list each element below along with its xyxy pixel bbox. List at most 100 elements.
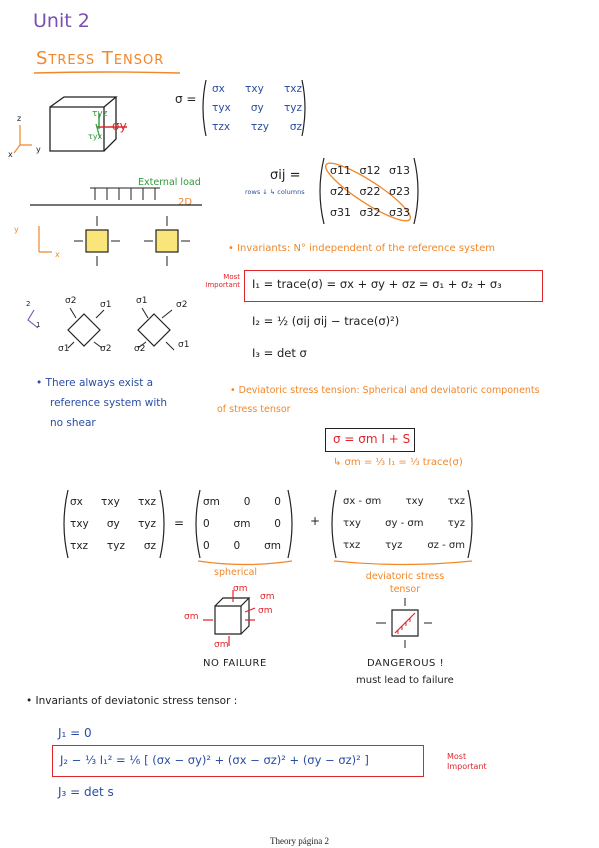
tau-yx-label: τyx [88, 132, 103, 141]
matrix2-cell: σ31 [330, 206, 351, 219]
axis-2-label: 2 [26, 300, 31, 308]
matrix1-cell: σz [289, 121, 302, 133]
matrix1-cell: τyx [212, 102, 231, 114]
matrix2-cell: σ21 [330, 185, 351, 198]
spherical-cube-diagram [203, 590, 256, 646]
dangerous-label: DANGEROUS ! [367, 658, 445, 669]
matrix4-cell: 0 [203, 540, 210, 552]
matrix5-cell: τxz [343, 540, 361, 551]
matrix4-cell: 0 [233, 540, 241, 552]
invariants-dev-title: • Invariants of deviatonic stress tensor… [26, 695, 238, 707]
matrix1-cell: τyz [283, 102, 302, 114]
external-load-label: External load [138, 177, 201, 188]
j2-equation: J₂ − ⅓ I₁² = ⅙ [ (σx − σy)² + (σx − σz)²… [60, 753, 369, 767]
deviatoric-label: deviatoric stress tensor [355, 570, 455, 596]
shear-square-diagram [376, 598, 432, 648]
sigma-m-label: σm [184, 612, 199, 622]
rotated-elements-diagram [27, 307, 175, 351]
sigma-label: σ2 [176, 300, 188, 310]
sigma-label: σ2 [65, 296, 77, 306]
deviatoric-title: • Deviatoric stress tension: Spherical a… [230, 385, 540, 396]
matrix5-cell: σz - σm [427, 540, 465, 551]
matrix5-cell: τyz [447, 518, 465, 529]
matrix2-cell: σ23 [389, 185, 410, 198]
matrix3-cell: τxz [137, 496, 156, 508]
matrix2-cell: σ33 [389, 206, 410, 219]
matrix5-cell: τxz [447, 496, 465, 507]
decomp-equation: σ = σm I + S [333, 432, 411, 446]
tau-yz-label: τyz [92, 109, 108, 119]
note-line: reference system with [50, 397, 168, 409]
i1-equation: I₁ = trace(σ) = σx + σy + σz = σ₁ + σ₂ +… [252, 277, 502, 291]
i1-box [244, 270, 543, 302]
matrix2-cell: σ12 [359, 164, 381, 177]
sigma-m-label: σm [258, 606, 273, 616]
matrix2-cell: σ11 [330, 164, 351, 177]
axis-z-label: z [17, 114, 22, 123]
matrix2-brackets [319, 157, 419, 225]
deviatoric-label-line: tensor [389, 584, 421, 595]
beam-load-diagram [30, 187, 202, 266]
matrix4-cell: 0 [203, 518, 210, 530]
matrix1-cell: σy [250, 102, 264, 114]
matrix4-cell: σm [233, 518, 251, 530]
axis-x-label: x [8, 150, 13, 159]
sigma-eq: σ = [175, 92, 197, 106]
sigma-label: σ1 [136, 296, 148, 306]
matrix4-cell: σm [203, 496, 220, 508]
no-shear-note: • There always exist a reference system … [36, 373, 167, 433]
sigma-label: σ1 [100, 300, 112, 310]
matrix1-cell: τzy [250, 121, 269, 133]
matrix5-cell: σx - σm [343, 496, 382, 507]
matrix1-cell: σx [212, 83, 225, 95]
matrix1-brackets [202, 79, 306, 137]
matrix4-cell: σm [264, 540, 281, 552]
matrix4-cell: 0 [274, 518, 281, 530]
matrix3-cell: τxz [70, 540, 89, 552]
matrix1-cell: τzx [212, 121, 231, 133]
sigma-label: σ1 [178, 340, 190, 350]
deviatoric-title-2: of stress tensor [217, 404, 291, 415]
matrix5-cell: σy - σm [385, 518, 424, 529]
rows-columns-note: rows ↓ ↳ columns [245, 188, 305, 196]
title-underline [33, 71, 181, 74]
equals-sign: = [174, 516, 185, 530]
plus-sign: + [310, 514, 321, 528]
axis-1-label: 1 [36, 321, 41, 329]
must-lead-label: must lead to failure [356, 675, 454, 686]
j2-box [52, 745, 424, 777]
matrix3-cell: τxy [70, 518, 89, 530]
sigma-m-label: σm [233, 584, 248, 594]
sigma-label: σ1 [58, 344, 70, 354]
section-title: Stress Tensor [36, 48, 165, 69]
matrix5-cell: τxy [405, 496, 424, 507]
unit-title: Unit 2 [33, 10, 90, 32]
note-line: no shear [50, 417, 96, 429]
sigma-y-label: σy [112, 119, 127, 133]
matrix3-cell: τyz [137, 518, 156, 530]
sigma-m-equation: ↳ σm = ⅓ I₁ = ⅓ trace(σ) [333, 457, 463, 468]
most-important-label: Most Important [205, 273, 240, 289]
matrix4-cell: 0 [243, 496, 251, 508]
decomp-box [325, 428, 415, 452]
i3-equation: I₃ = det σ [252, 346, 307, 360]
spherical-label: spherical [214, 567, 258, 578]
label-2d: 2D [178, 197, 193, 208]
axis-y-label: y [36, 145, 41, 154]
matrix5-cell: τxy [343, 518, 361, 529]
matrix2-cell: σ13 [389, 164, 410, 177]
j1-equation: J₁ = 0 [58, 726, 92, 740]
deviatoric-label-line: deviatoric stress [365, 571, 445, 582]
matrix3-cell: σx [70, 496, 83, 508]
i2-equation: I₂ = ½ (σij σij − trace(σ)²) [252, 314, 400, 328]
matrix3-cell: τxy [101, 496, 120, 508]
note-line: • There always exist a [36, 377, 154, 389]
sigma-m-label: σm [214, 640, 229, 650]
matrix1-cell: τxz [283, 83, 302, 95]
j3-equation: J₃ = det s [58, 785, 114, 799]
most-important-label-2: Most Important [447, 752, 487, 771]
